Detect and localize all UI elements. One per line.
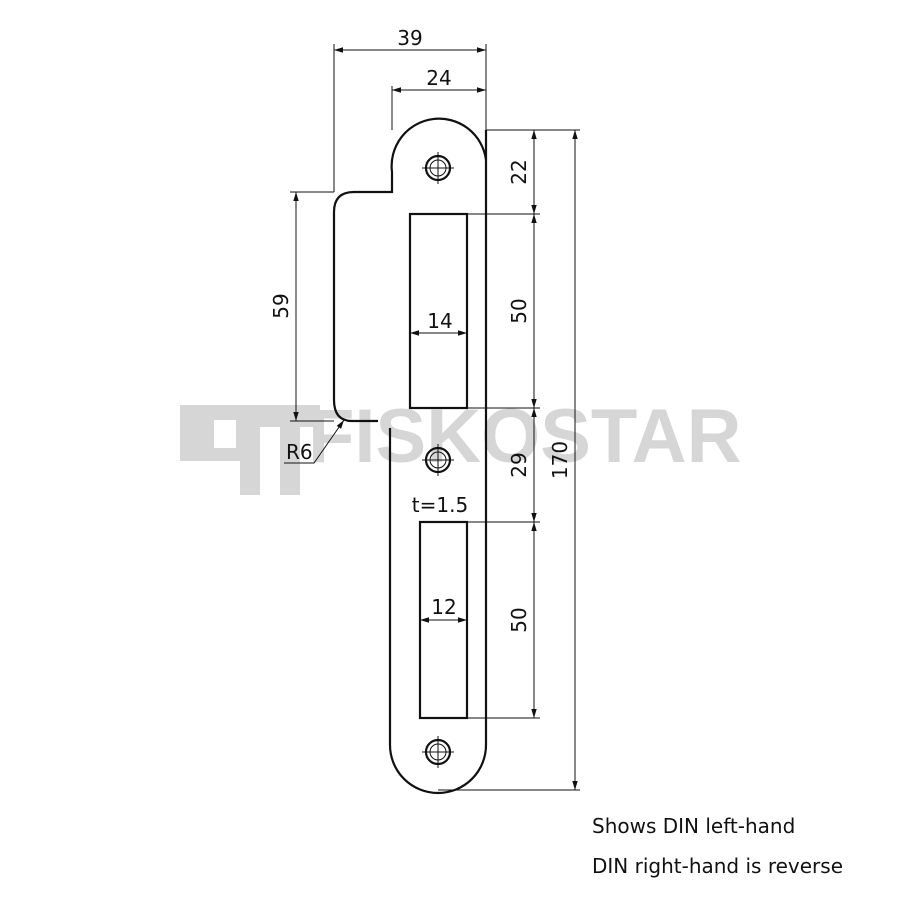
dim-24: 24 (426, 66, 451, 90)
note-left-hand: Shows DIN left-hand (592, 814, 796, 838)
dim-50-upper: 50 (507, 298, 531, 323)
strike-plate-outline (332, 117, 488, 795)
dim-22: 22 (507, 159, 531, 184)
note-right-hand: DIN right-hand is reverse (592, 854, 843, 878)
dim-14: 14 (427, 309, 452, 333)
dim-12: 12 (431, 595, 456, 619)
dim-170: 170 (548, 441, 572, 479)
radius-leader (284, 419, 345, 464)
radius-label: R6 (286, 440, 313, 464)
dim-50-lower: 50 (507, 607, 531, 632)
screw-hole-bottom (422, 736, 454, 768)
dim-39: 39 (397, 26, 422, 50)
thickness-label: t=1.5 (412, 493, 468, 517)
screw-hole-top (422, 152, 454, 184)
dim-59: 59 (269, 293, 293, 318)
screw-hole-middle (422, 444, 454, 476)
dim-29: 29 (507, 452, 531, 477)
upper-slot (408, 212, 469, 410)
watermark-logo: FISKOSTAR (180, 394, 741, 495)
